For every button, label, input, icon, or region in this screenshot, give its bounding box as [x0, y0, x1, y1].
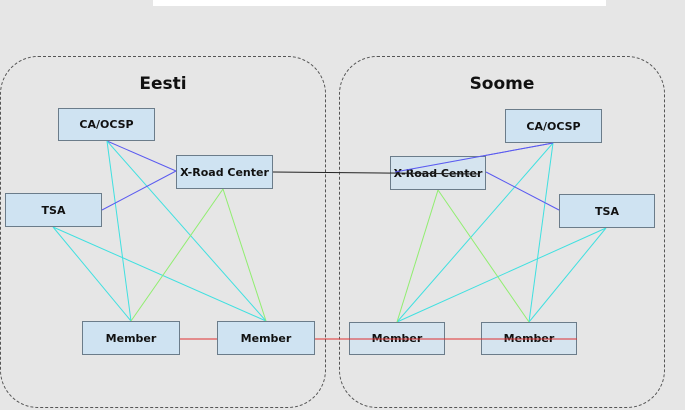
link-soome-tsa-center [485, 171, 560, 211]
eesti-tsa-node: TSA [5, 193, 102, 227]
link-eesti-ca-member1 [106, 140, 132, 322]
soome-xroad-center-node: X-Road Center [390, 156, 486, 190]
link-soome-ca-member1 [396, 142, 554, 323]
eesti-member-node-2: Member [217, 321, 315, 355]
eesti-ca-ocsp-node: CA/OCSP [58, 108, 155, 141]
eesti-xroad-center-node: X-Road Center [176, 155, 273, 189]
link-soome-tsa-member2 [528, 227, 607, 323]
region-title-soome: Soome [469, 74, 535, 94]
link-soome-tsa-member1 [396, 227, 607, 323]
link-soome-center-member1 [396, 189, 439, 323]
region-title-eesti: Eesti [139, 74, 187, 94]
eesti-member-node-1: Member [82, 321, 180, 355]
link-eesti-tsa-center [101, 170, 177, 211]
link-eesti-tsa-member2 [52, 226, 267, 322]
link-eesti-center-member2 [222, 188, 267, 322]
link-soome-center-member2 [437, 189, 530, 323]
top-bar [153, 0, 606, 6]
soome-member-node-1: Member [349, 322, 445, 355]
link-eesti-ca-center [106, 140, 177, 172]
soome-ca-ocsp-node: CA/OCSP [505, 109, 602, 143]
soome-member-node-2: Member [481, 322, 577, 355]
link-eesti-tsa-member1 [52, 226, 132, 322]
link-soome-ca-member2 [528, 142, 554, 323]
link-eesti-center-member1 [130, 188, 224, 322]
link-eesti-ca-member2 [106, 140, 267, 322]
soome-tsa-node: TSA [559, 194, 655, 228]
